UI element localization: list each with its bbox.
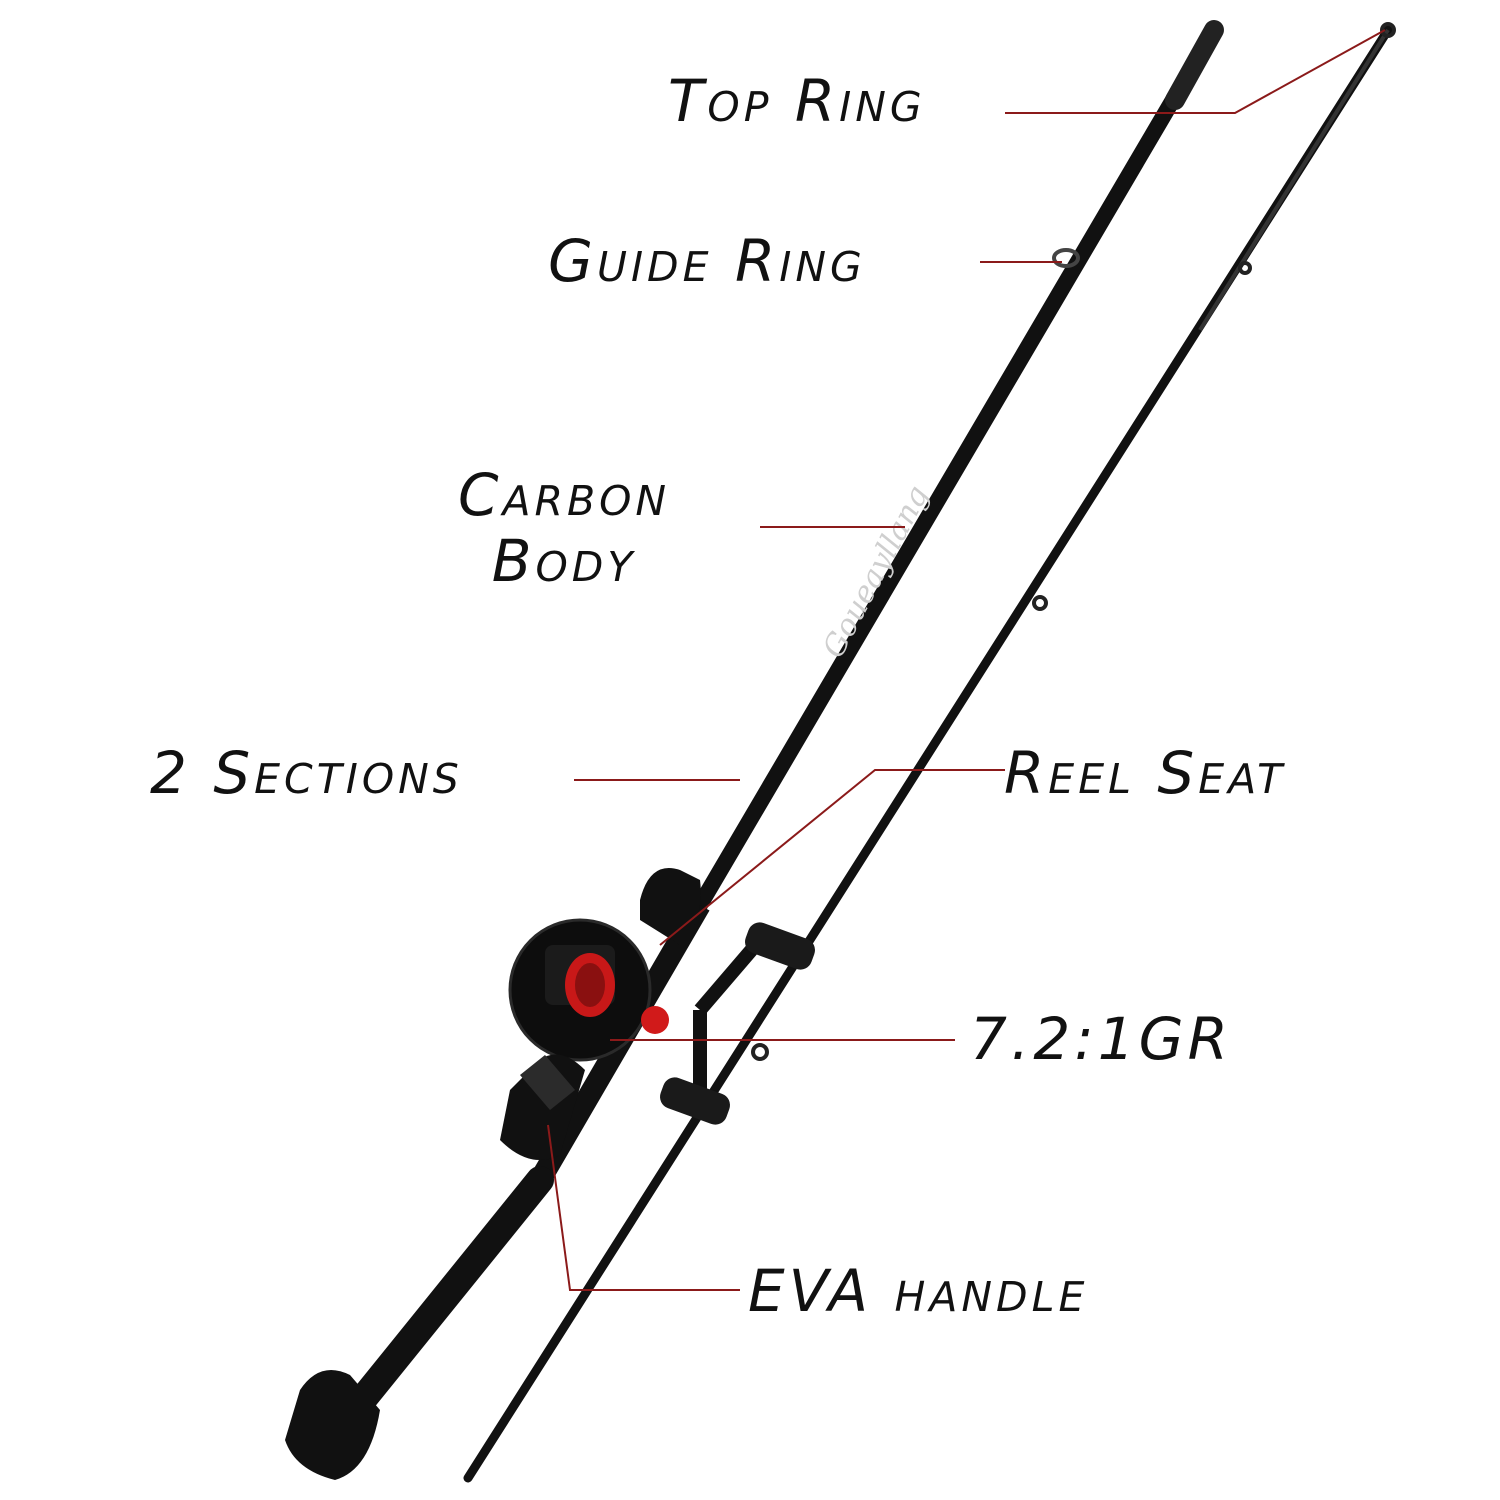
leader-eva-handle (547, 1124, 740, 1291)
label-sections: 2 Sections (150, 739, 463, 807)
eva-rear-grip (500, 1054, 585, 1160)
rod-tip-section (463, 25, 1393, 1483)
leader-top-ring (1005, 29, 1386, 114)
tip-guide-rings (751, 22, 1396, 1061)
rod-brand-text: Goueayllang (816, 480, 936, 664)
label-gear-ratio: 7.2:1GR (970, 1005, 1232, 1073)
label-guide-ring: Guide Ring (548, 227, 866, 295)
leader-reel-seat (659, 769, 1005, 946)
label-reel-seat: Reel Seat (1004, 739, 1287, 807)
label-carbon-body-line2: Body (491, 527, 637, 595)
fore-grip (640, 868, 701, 945)
label-carbon-body: Carbon Body (458, 462, 670, 594)
baitcasting-reel (508, 918, 815, 1125)
butt-cap (285, 1370, 380, 1480)
callout-leader-lines (547, 29, 1386, 1291)
label-eva-handle: EVA handle (748, 1257, 1089, 1325)
label-top-ring: Top Ring (668, 67, 926, 135)
main-guide-ring (1052, 248, 1080, 268)
label-carbon-body-line1: Carbon (458, 461, 671, 529)
